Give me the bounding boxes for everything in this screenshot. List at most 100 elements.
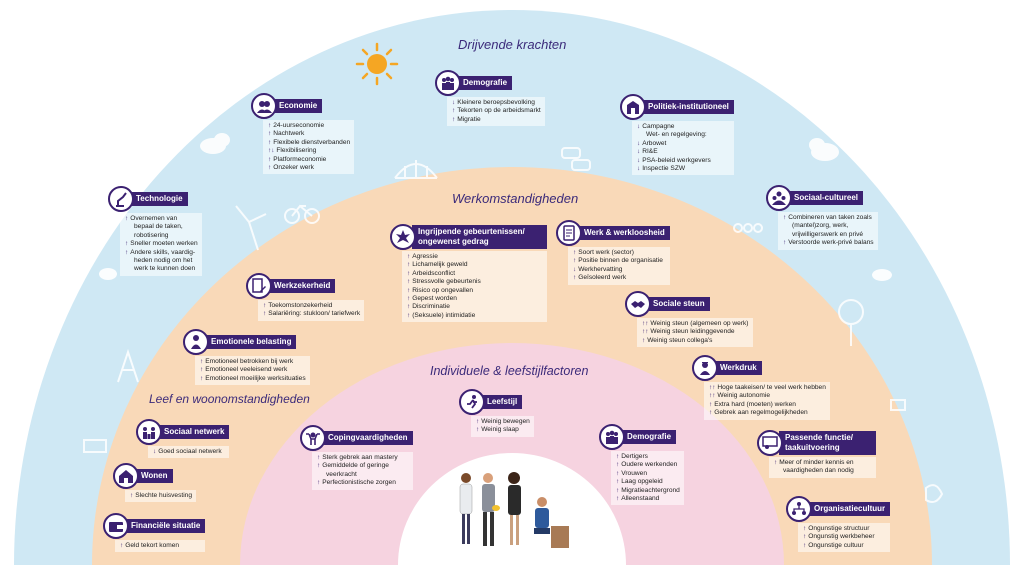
factor-item-text: Soort werk (sector): [578, 249, 634, 256]
factor-title: Sociaal-cultureel: [788, 191, 864, 205]
factor-header: Werk & werkloosheid: [556, 220, 670, 246]
trend-arrow: ↑: [268, 138, 272, 146]
factor-item: ↑Risico op ongevallen: [407, 287, 543, 295]
factor-title: Copingvaardigheden: [322, 431, 413, 445]
trend-arrow: ↓: [637, 148, 641, 156]
factor-list: ↑Agressie↑Lichamelijk geweld↑Arbeidsconf…: [402, 251, 547, 323]
trend-arrow: ↑: [120, 542, 124, 549]
factor-item: ↑Combineren van taken zoals: [783, 214, 874, 222]
group-icon: [599, 424, 625, 450]
factor-item-text: Wet- en regelgeving:: [646, 131, 707, 139]
factor-item: ↑Salariëring: stukloon/ tariefwerk: [263, 310, 360, 318]
trend-arrow: ↓: [637, 165, 641, 173]
factor-item-text: Salariëring: stukloon/ tariefwerk: [268, 310, 361, 318]
factor-title: Sociaal netwerk: [158, 425, 230, 439]
factor-header: Technologie: [108, 186, 202, 212]
factor-item: heden nodig om het: [125, 257, 198, 265]
trend-arrow: ↓: [637, 123, 641, 130]
cloud-icon: [809, 138, 839, 161]
factor-title: Demografie: [621, 430, 677, 444]
factor-box-demografie2: Demografie↑Dertigers↑Oudere werkenden↑Vr…: [599, 424, 684, 506]
factor-box-economie: Economie↑24-uurseconomie↑Nachtwerk↑Flexi…: [251, 93, 355, 175]
people-illustration: [459, 472, 569, 548]
factor-item: ↑Laag opgeleid: [616, 478, 680, 486]
factor-item: Wet- en regelgeving:: [637, 131, 730, 139]
trend-arrow: ↓: [452, 99, 456, 106]
factor-item: ↓Inspectie SZW: [637, 165, 730, 173]
factor-item-text: heden nodig om het: [134, 257, 193, 265]
factor-item: ↑Emotioneel moeilijke werksituaties: [200, 375, 306, 383]
factor-item: vrijwilligerswerk en privé: [783, 231, 874, 239]
trend-arrow: ↑: [407, 253, 411, 260]
trend-arrow: ↑: [263, 310, 267, 318]
factor-header: Passende functie/ taakuitvoering: [757, 430, 876, 456]
factor-item: ↑Weinig steun collega's: [642, 337, 749, 345]
factor-item: ↑Soort werk (sector): [573, 249, 666, 257]
factor-title: Werkdruk: [714, 361, 762, 375]
factor-item-text: Kleinere beroepsbevolking: [457, 99, 535, 106]
factor-list: ↓Kleinere beroepsbevolking↑Tekorten op d…: [447, 97, 545, 127]
cars-icon: [561, 147, 591, 171]
factor-title: Politiek-institutioneel: [642, 100, 734, 114]
trend-arrow: ↑: [616, 469, 620, 477]
factor-item: ↓PSA-beleid werkgevers: [637, 157, 730, 165]
factor-title: Economie: [273, 99, 323, 113]
trend-arrow: ↑: [317, 479, 321, 487]
factor-item: ↓Werkhervatting: [573, 266, 666, 274]
trend-arrow: ↑: [452, 107, 456, 115]
trend-arrow: ↑: [709, 409, 713, 417]
bag-icon: [890, 399, 906, 411]
factor-title: Ingrijpende gebeurtenissen/ ongewenst ge…: [412, 225, 547, 249]
factor-item: ↑Andere skills, vaardig-: [125, 249, 198, 257]
factor-item: ↑Migratieachtergrond: [616, 487, 680, 495]
building-icon: [620, 94, 646, 120]
factor-list: ↑Soort werk (sector)↑Positie binnen de o…: [568, 247, 670, 285]
people-icon: [251, 93, 277, 119]
trend-arrow: ↑: [200, 374, 204, 382]
factor-item-text: Risico op ongevallen: [412, 286, 474, 294]
factor-title: Werk & werkloosheid: [578, 226, 670, 240]
factor-item: ↑Positie binnen de organisatie: [573, 257, 666, 265]
factor-title: Financiële situatie: [125, 519, 206, 533]
trend-arrow: ↑↑: [709, 392, 716, 400]
middle-ring-title: Werkomstandigheden: [452, 191, 579, 206]
factor-list: ↑Sterk gebrek aan mastery↑Gemiddelde of …: [312, 452, 413, 490]
factor-list: ↑Slechte huisvesting: [125, 490, 197, 503]
factor-item: ↑Slechte huisvesting: [130, 492, 192, 500]
factor-item-text: RI&E: [642, 148, 658, 156]
factor-item-text: Geld tekort komen: [125, 542, 180, 549]
factor-item: ↑↑Weinig steun leidinggevende: [642, 328, 749, 336]
factor-box-sociaal-netwerk: Sociaal netwerk↓Goed sociaal netwerk: [136, 419, 230, 459]
factor-item-text: Flexibele dienstverbanden: [273, 138, 351, 146]
document-icon: [556, 220, 582, 246]
factor-item: ↑Sneller moeten werken: [125, 240, 198, 248]
factor-item-text: Weinig steun leidinggevende: [650, 328, 735, 336]
strongman-icon: [300, 425, 326, 451]
bicycle-icon: [284, 204, 320, 224]
factor-item-text: Ongunstige structuur: [808, 525, 870, 532]
factor-item: ↑↑Hoge taakeisen/ te veel werk hebben: [709, 384, 826, 392]
trend-arrow: ↑: [774, 459, 778, 466]
factor-item-text: Geïsoleerd werk: [578, 274, 627, 282]
factor-item: ↑Agressie: [407, 253, 543, 261]
factor-item-text: Weinig steun (algemeen op werk): [650, 320, 749, 327]
factor-item-text: Slechte huisvesting: [135, 492, 193, 499]
network-icon: [136, 419, 162, 445]
factor-item: ↑Lichamelijk geweld: [407, 261, 543, 269]
factor-item-text: PSA-beleid werkgevers: [642, 156, 711, 164]
factor-item-text: Onzeker werk: [273, 164, 314, 172]
factor-header: Werkzekerheid: [246, 273, 364, 299]
factor-item: veerkracht: [317, 471, 409, 479]
trend-arrow: ↑: [783, 214, 787, 221]
factor-list: ↑Geld tekort komen: [115, 540, 206, 553]
person-woman-coat: [459, 473, 473, 544]
factor-item-text: Platformeconomie: [273, 155, 327, 163]
factor-item: ↑Dertigers: [616, 453, 680, 461]
trend-arrow: ↓: [153, 448, 157, 455]
factor-item: ↑Tekorten op de arbeidsmarkt: [452, 107, 541, 115]
factor-item: ↑Weinig slaap: [476, 426, 530, 434]
factor-item: ↑Nachtwerk: [268, 130, 350, 138]
hand-icon: [925, 484, 944, 503]
factor-item-text: Emotioneel veeleisend werk: [205, 366, 288, 374]
